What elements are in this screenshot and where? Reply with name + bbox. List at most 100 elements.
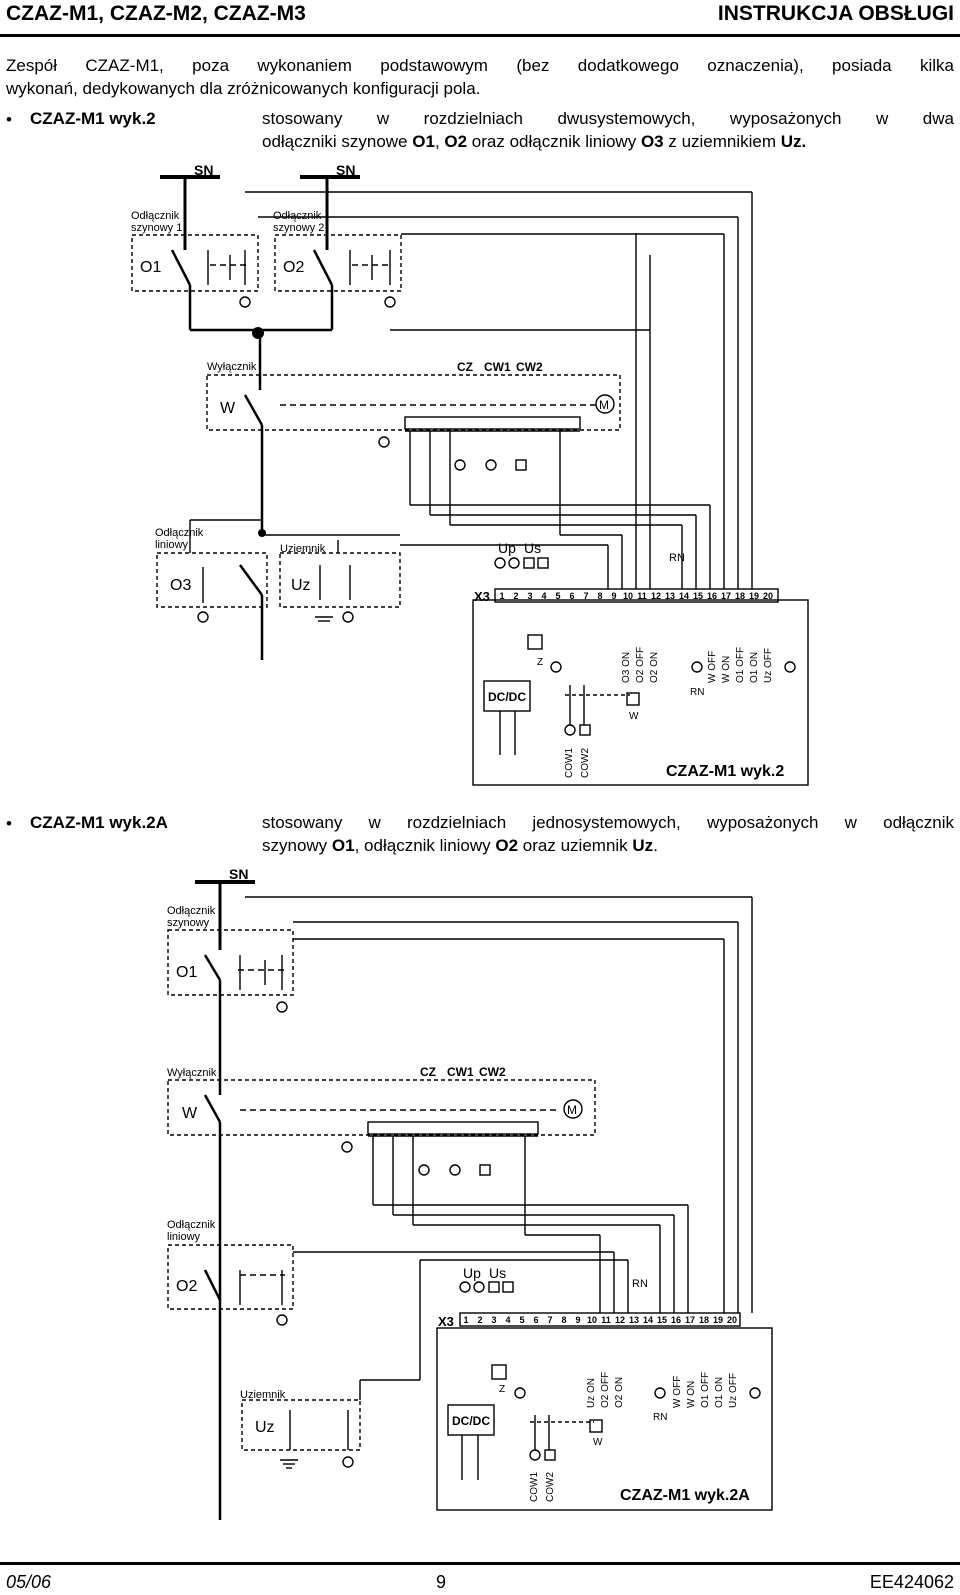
label-o3: O3 bbox=[170, 577, 191, 594]
header-rule bbox=[0, 34, 960, 37]
label-rn-2: RN bbox=[653, 1412, 667, 1423]
label-odlacznik-1: Odłącznik bbox=[131, 210, 180, 222]
terminal-label-4: 4 bbox=[541, 591, 546, 601]
label-sn-2: SN bbox=[336, 162, 355, 178]
footer-doc-code: EE424062 bbox=[869, 1572, 954, 1592]
text-run-bold: O2 bbox=[444, 132, 468, 151]
terminal-label-18: 18 bbox=[735, 591, 745, 601]
label-liniowy: liniowy bbox=[155, 539, 189, 551]
label-z: Z bbox=[537, 657, 543, 668]
terminal-label-15: 15 bbox=[657, 1315, 667, 1325]
text-run-bold: O1 bbox=[412, 132, 435, 151]
text-run: z uziemnikiem bbox=[663, 132, 781, 151]
label-uz: Uz bbox=[291, 577, 311, 594]
label-out-a: Uz ON bbox=[586, 1378, 597, 1408]
label-uziemnik: Uziemnik bbox=[240, 1389, 286, 1401]
label-z: Z bbox=[499, 1384, 505, 1395]
label-dcdc: DC/DC bbox=[488, 690, 526, 704]
text-run-bold: Uz. bbox=[780, 132, 807, 151]
text-run-bold: O2 bbox=[495, 836, 519, 855]
terminal-label-17: 17 bbox=[721, 591, 731, 601]
label-us: Us bbox=[489, 1265, 506, 1281]
terminal-label-6: 6 bbox=[569, 591, 574, 601]
label-w: W bbox=[220, 400, 236, 417]
terminal-label-9: 9 bbox=[611, 591, 616, 601]
terminal-label-14: 14 bbox=[643, 1315, 653, 1325]
intro-line-1: Zespół CZAZ-M1, poza wykonaniem podstawo… bbox=[6, 56, 954, 75]
text-run: . bbox=[653, 836, 658, 855]
footer-page-number: 9 bbox=[436, 1572, 447, 1592]
terminal-label-5: 5 bbox=[555, 591, 560, 601]
header-title-left: CZAZ-M1, CZAZ-M2, CZAZ-M3 bbox=[6, 2, 306, 25]
label-cz: CZ bbox=[457, 360, 473, 374]
label-cw1: CW1 bbox=[484, 360, 511, 374]
label-liniowy: liniowy bbox=[167, 1231, 201, 1243]
intro-paragraph: Zespół CZAZ-M1, poza wykonaniem podstawo… bbox=[6, 54, 954, 100]
label-out-g: O1 ON bbox=[714, 1377, 725, 1408]
bullet-dot-2: • bbox=[6, 814, 12, 833]
section-1-desc-line-2: odłączniki szynowe O1, O2 oraz odłącznik… bbox=[262, 130, 954, 153]
label-cow1: COW1 bbox=[529, 1472, 540, 1502]
terminal-label-8: 8 bbox=[561, 1315, 566, 1325]
label-szynowy-1: szynowy 1 bbox=[131, 222, 182, 234]
label-uz: Uz bbox=[255, 1419, 275, 1436]
terminal-label-14: 14 bbox=[679, 591, 689, 601]
label-rn: RN bbox=[669, 552, 685, 564]
terminal-label-10: 10 bbox=[623, 591, 633, 601]
label-w: W bbox=[182, 1105, 198, 1122]
text-run-bold: O1 bbox=[331, 836, 355, 855]
diagram-2-caption: CZAZ-M1 wyk.2A bbox=[620, 1487, 750, 1504]
label-szynowy-2: szynowy 2 bbox=[273, 222, 324, 234]
terminal-label-19: 19 bbox=[749, 591, 759, 601]
terminal-label-15: 15 bbox=[693, 591, 703, 601]
section-1-desc: stosowany w rozdzielniach dwusystemowych… bbox=[262, 107, 954, 153]
label-wylacznik: Wyłącznik bbox=[207, 361, 257, 373]
label-w-small: W bbox=[593, 1437, 603, 1448]
intro-line-2: wykonań, dedykowanych dla zróżnicowanych… bbox=[6, 79, 481, 98]
label-o1: O1 bbox=[176, 964, 197, 981]
terminal-label-20: 20 bbox=[727, 1315, 737, 1325]
terminal-label-10: 10 bbox=[587, 1315, 597, 1325]
label-out-f: O1 OFF bbox=[735, 647, 746, 683]
terminal-label-13: 13 bbox=[629, 1315, 639, 1325]
terminal-label-19: 19 bbox=[713, 1315, 723, 1325]
terminal-label-6: 6 bbox=[533, 1315, 538, 1325]
terminal-label-7: 7 bbox=[547, 1315, 552, 1325]
terminal-label-1: 1 bbox=[463, 1315, 468, 1325]
label-out-h: Uz OFF bbox=[728, 1373, 739, 1408]
text-run: , bbox=[434, 132, 445, 151]
terminal-label-16: 16 bbox=[671, 1315, 681, 1325]
label-out-e: W ON bbox=[721, 656, 732, 683]
terminal-label-2: 2 bbox=[513, 591, 518, 601]
text-run-bold: Uz bbox=[632, 836, 654, 855]
label-out-c: O2 ON bbox=[649, 652, 660, 683]
label-out-h: Uz OFF bbox=[763, 648, 774, 683]
label-x3: X3 bbox=[438, 1314, 454, 1329]
footer-rule bbox=[0, 1562, 960, 1565]
terminal-label-2: 2 bbox=[477, 1315, 482, 1325]
label-motor: M bbox=[567, 1103, 577, 1117]
terminal-label-17: 17 bbox=[685, 1315, 695, 1325]
footer-date: 05/06 bbox=[6, 1572, 52, 1592]
label-sn-1: SN bbox=[194, 162, 213, 178]
section-2-name: CZAZ-M1 wyk.2A bbox=[30, 813, 168, 832]
label-wylacznik: Wyłącznik bbox=[167, 1067, 217, 1079]
terminal-label-1: 1 bbox=[499, 591, 504, 601]
terminal-label-12: 12 bbox=[651, 591, 661, 601]
label-odlacznik-liniowy: Odłącznik bbox=[155, 527, 204, 539]
label-out-g: O1 ON bbox=[749, 652, 760, 683]
text-run: , odłącznik liniowy bbox=[354, 836, 496, 855]
label-up: Up bbox=[498, 540, 516, 556]
label-motor: M bbox=[599, 398, 609, 412]
header-title-right: INSTRUKCJA OBSŁUGI bbox=[717, 2, 954, 25]
label-out-b: O2 OFF bbox=[600, 1372, 611, 1408]
label-szynowy: szynowy bbox=[167, 917, 210, 929]
terminal-label-3: 3 bbox=[527, 591, 532, 601]
label-cow2: COW2 bbox=[580, 748, 591, 778]
section-2-desc: stosowany w rozdzielniach jednosystemowy… bbox=[262, 811, 954, 857]
label-out-b: O2 OFF bbox=[635, 647, 646, 683]
section-1-desc-line-1: stosowany w rozdzielniach dwusystemowych… bbox=[262, 109, 954, 128]
text-run: oraz uziemnik bbox=[518, 836, 633, 855]
label-uziemnik: Uziemnik bbox=[280, 543, 326, 555]
label-cow2: COW2 bbox=[545, 1472, 556, 1502]
